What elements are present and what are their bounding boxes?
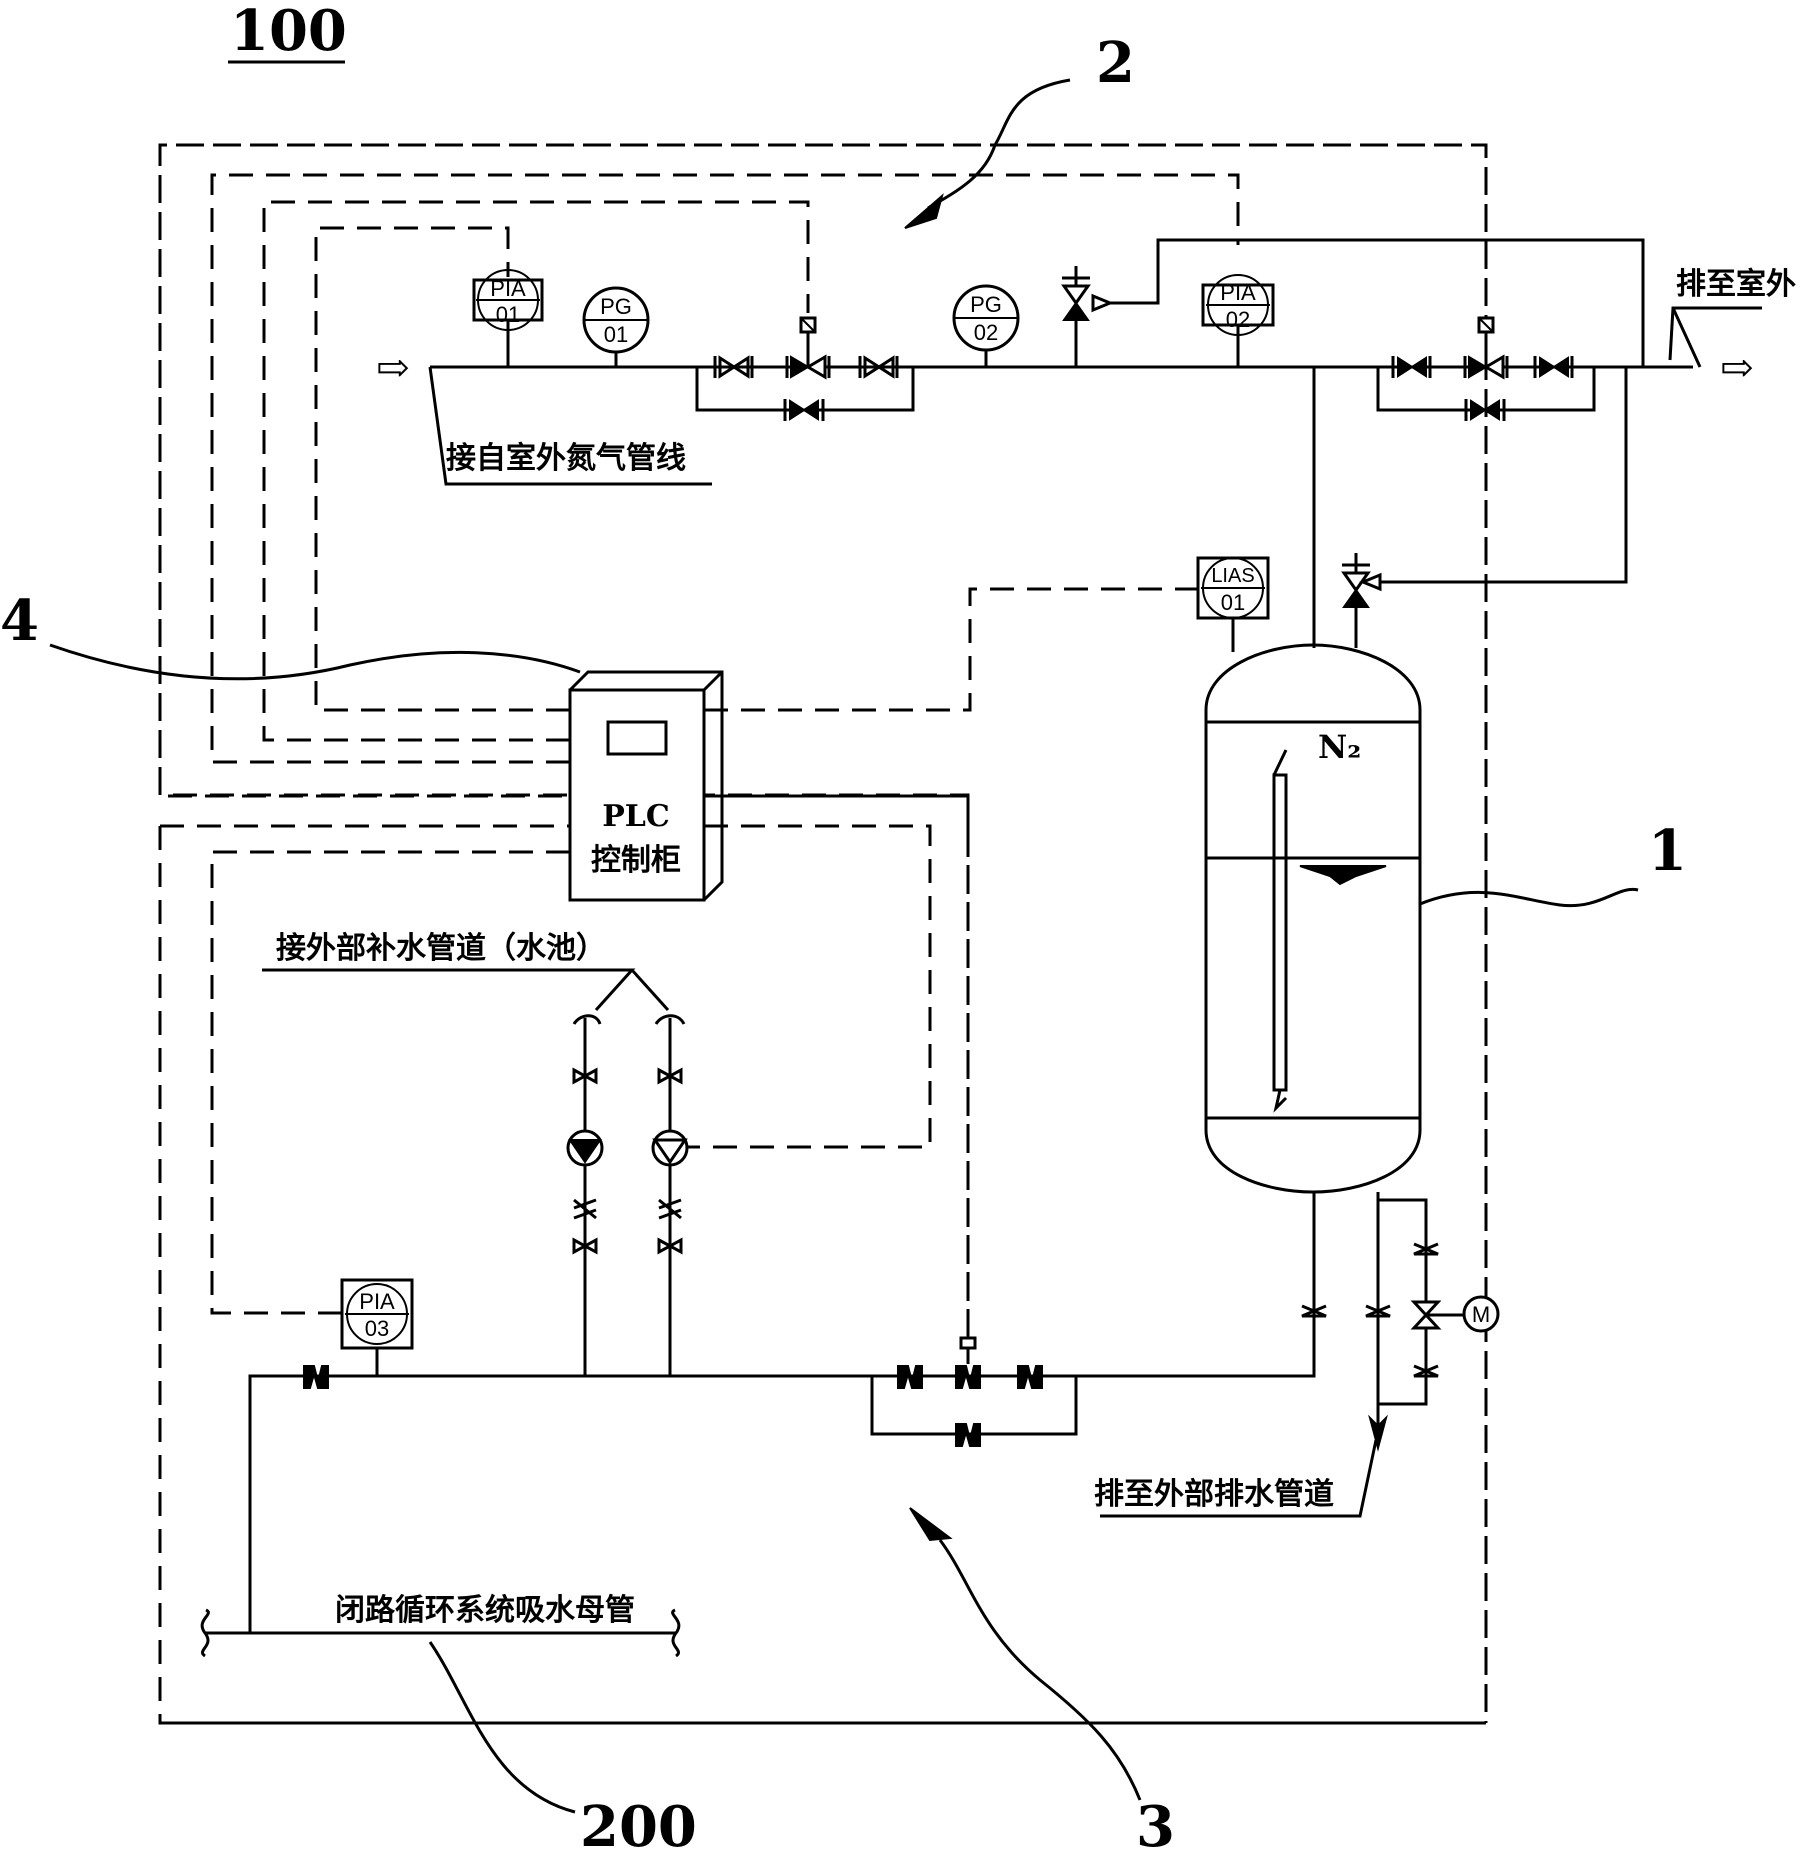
n2-unit-boundary-outer [158,143,1488,1723]
water-unit-arrow [938,1539,1142,1801]
control-valve-2 [1463,316,1509,380]
pia02-num: 02 [1226,307,1250,332]
water-unit-label: 3 [1136,1794,1175,1853]
lias01-num: 01 [1221,590,1245,615]
bypass-valve-1 [783,399,825,421]
signal-line-to-valve [704,794,970,1338]
signal-line-to-pumps [661,824,932,1149]
check-valve-3 [1017,1365,1043,1389]
pg01-num: 01 [604,322,628,347]
drain-leader [1100,1439,1378,1518]
drain-bypass-valve-1 [1413,1242,1439,1256]
vent-line-2 [1380,367,1628,584]
signal-line-n2-mid [262,200,810,742]
safety-valve-2 [1341,553,1382,648]
system-label: 100 [230,0,347,64]
gate-valve-1a [713,355,754,379]
pump-branch-1 [566,1014,604,1376]
n2-symbol: N₂ [1318,728,1361,766]
main-pipe-break-left [200,1608,210,1658]
pump-branch-2 [651,1014,689,1376]
control-valve-3 [955,1336,981,1389]
vent-leader [1668,306,1762,368]
lias01-tag: LIAS [1211,565,1254,587]
drain-valve [1365,1304,1391,1318]
n2-inlet-arrow: ⇨ [376,344,410,391]
pia03-num: 03 [365,1316,389,1341]
tank-outlet-valve [1301,1304,1327,1318]
pia02-tag: PIA [1220,280,1256,305]
safety-valve-1 [1061,238,1645,367]
pg01-tag: PG [600,294,632,319]
pia03-tag: PIA [359,1289,395,1314]
pressure-tank [1204,643,1422,1194]
pia01-tag: PIA [490,276,526,301]
n2-inlet-label: 接自室外氮气管线 [446,441,686,476]
gate-valve-1b [858,355,899,379]
n2-inlet-leader [428,366,712,486]
makeup-leader [262,968,670,1012]
bypass-valve-2 [1464,399,1506,421]
gate-valve-2a [1391,356,1432,378]
pg02-num: 02 [974,320,998,345]
tank-leader [1419,887,1639,908]
signal-line-to-lias [704,587,1198,712]
pg02-tag: PG [970,292,1002,317]
check-valve-4 [955,1423,981,1447]
n2-unit-label: 2 [1096,30,1135,96]
pia01-num: 01 [496,302,520,327]
main-pipe-break-right [671,1608,681,1658]
plc-label-line1: PLC [602,799,670,834]
signal-line-to-pia03 [210,850,570,1315]
water-main-line [248,1192,1316,1633]
drain-arrowhead [1368,1414,1388,1452]
check-valve-1 [303,1365,329,1389]
control-valve-1 [785,316,831,380]
gate-valve-2b [1533,356,1574,378]
main-pipe-number: 200 [580,1794,697,1853]
tank-label: 1 [1648,818,1687,884]
signal-line-n2-inner [314,226,570,712]
plc-cabinet [568,670,724,902]
vent-outdoor-label: 排至室外 [1676,267,1796,302]
plc-label-line2: 控制柜 [591,843,681,878]
bypass-1 [695,367,915,412]
controller-label: 4 [0,588,39,654]
main-pipe-label: 闭路循环系统吸水母管 [335,1593,635,1628]
motor-label: M [1472,1302,1490,1327]
makeup-water-label: 接外部补水管道（水池） [276,931,606,966]
vent-outlet-arrow: ⇨ [1720,344,1754,391]
controller-leader [49,643,581,681]
n2-unit-arrowhead [904,193,944,229]
drain-bypass-valve-2 [1413,1364,1439,1378]
motor-icon [1462,1295,1500,1333]
main-pipe-number-leader [428,1641,576,1814]
n2-unit-arrow [927,78,1071,210]
water-unit-arrowhead [909,1507,953,1542]
signal-line-n2-outer [210,173,1240,764]
drain-label: 排至外部排水管道 [1094,1477,1334,1512]
check-valve-2 [897,1365,923,1389]
